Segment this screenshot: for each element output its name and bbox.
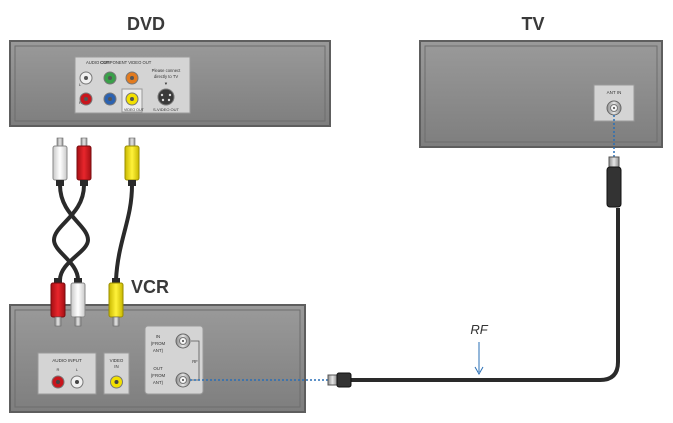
red-plug-vcr — [50, 278, 66, 327]
vcr-video-in-line1: VIDEO — [110, 358, 124, 363]
dvd-component-pb-jack — [103, 92, 117, 106]
rf-cable-label: RF — [470, 322, 488, 337]
dvd-video-out-label: VIDEO OUT — [124, 108, 145, 112]
white-plug-vcr — [70, 278, 86, 327]
vcr-out-line1: OUT — [153, 366, 163, 371]
vcr-title: VCR — [131, 277, 169, 297]
tv-set: ANT IN — [419, 40, 663, 148]
dvd-audio-l-label: L — [79, 82, 82, 87]
dvd-note-line2: directly to TV — [154, 74, 179, 79]
vcr-rf-out-jack — [175, 372, 191, 388]
vcr-video-in-line2: IN — [114, 364, 118, 369]
vcr-audio-r-label: R — [57, 367, 60, 372]
vcr-in-line2: (FROM — [151, 341, 166, 346]
vcr-audio-input-label: AUDIO INPUT — [52, 358, 82, 363]
tv-ant-in-jack — [606, 100, 622, 116]
red-plug-dvd — [76, 137, 92, 186]
dvd-player: AUDIO OUT L R COMPONENT VIDEO OUT VIDEO … — [9, 40, 331, 127]
tv-title: TV — [521, 14, 544, 34]
dvd-s-video-jack — [157, 88, 175, 106]
vcr-audio-l-jack — [70, 375, 84, 389]
dvd-s-video-label: S-VIDEO OUT — [153, 107, 180, 112]
vcr-in-line1: IN — [156, 334, 160, 339]
vcr-video-in-jack — [110, 375, 123, 389]
vcr-out-line2: (FROM — [151, 373, 166, 378]
dvd-title: DVD — [127, 14, 165, 34]
vcr-audio-input-panel — [37, 352, 97, 395]
dvd-video-out-jack — [125, 92, 139, 106]
dvd-s-video-marker: ▼ — [164, 81, 168, 86]
vcr-audio-l-label: L — [76, 367, 79, 372]
dvd-audio-out-label: AUDIO OUT — [86, 60, 110, 65]
dvd-note-line1: Please connect — [152, 68, 181, 73]
rf-arrow-icon — [474, 342, 484, 376]
dvd-component-pr-jack — [125, 71, 139, 85]
yellow-plug-dvd — [124, 137, 140, 186]
vcr: AUDIO INPUT R L VIDEO IN IN (FROM ANT) O… — [9, 304, 306, 413]
white-plug-dvd — [52, 137, 68, 186]
rf-plug-tv — [606, 156, 622, 208]
vcr-rf-in-jack — [175, 333, 191, 349]
yellow-plug-vcr — [108, 278, 124, 327]
dvd-component-y-jack — [103, 71, 117, 85]
vcr-audio-r-jack — [51, 375, 65, 389]
yellow-video-cable — [114, 183, 134, 282]
dvd-audio-l-jack — [79, 71, 93, 85]
rca-cable-bundle — [51, 183, 134, 282]
white-audio-cable — [58, 183, 91, 282]
tv-ant-in-label: ANT IN — [607, 90, 622, 95]
vcr-out-line3: ANT) — [153, 380, 164, 385]
dvd-audio-r-jack — [79, 92, 93, 106]
rf-plug-vcr — [327, 372, 352, 388]
dvd-component-label: COMPONENT VIDEO OUT — [100, 60, 152, 65]
vcr-rf-small-label: RF — [192, 359, 198, 364]
rf-coax-cable — [345, 208, 620, 382]
dvd-audio-r-label: R — [79, 100, 82, 105]
red-audio-cable — [51, 183, 86, 282]
vcr-in-line3: ANT) — [153, 348, 164, 353]
